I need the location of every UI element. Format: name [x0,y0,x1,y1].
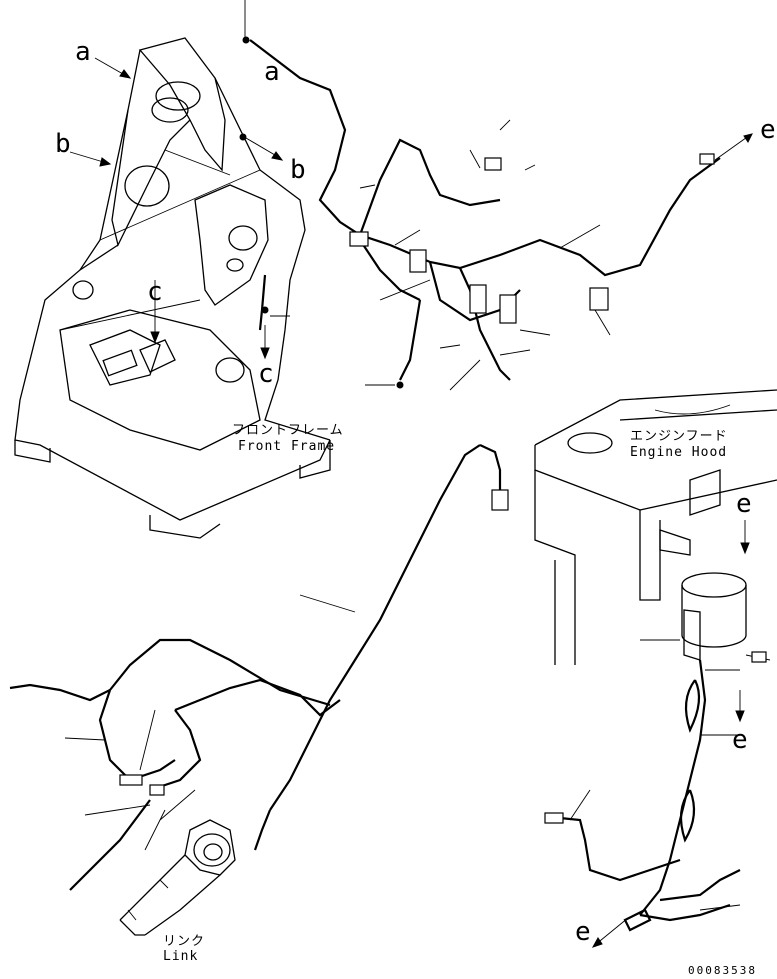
callout-b-left: b [55,129,71,159]
callout-e-bottom: e [575,917,591,947]
engine-hood-label-jp: エンジンフード [630,429,728,444]
link-label-jp: リンク [163,934,205,949]
callout-arrows [69,57,753,948]
front-frame-label-jp: フロントフレーム [232,423,344,438]
right-lower-harness [544,639,741,932]
callout-e-hood: e [736,489,752,519]
callout-e-mid: e [732,725,748,755]
link-drawing [119,819,236,936]
callout-b-mid: b [290,155,306,185]
callout-e-top: e [760,115,776,145]
callout-a-top: a [264,57,280,87]
callout-a-left: a [75,37,91,67]
front-frame-drawing [14,37,331,539]
document-number: 00083538 [688,964,757,977]
long-harness [9,444,509,891]
front-frame-label-en: Front Frame [238,439,335,454]
callout-c-plate: c [147,277,163,307]
link-label-en: Link [163,949,198,964]
engine-hood-label-en: Engine Hood [630,445,727,460]
upper-wiring-harness [239,0,721,389]
engine-hood-drawing [534,389,777,665]
callout-c-arrow: c [258,359,274,389]
upper-leader-lines [270,119,611,391]
